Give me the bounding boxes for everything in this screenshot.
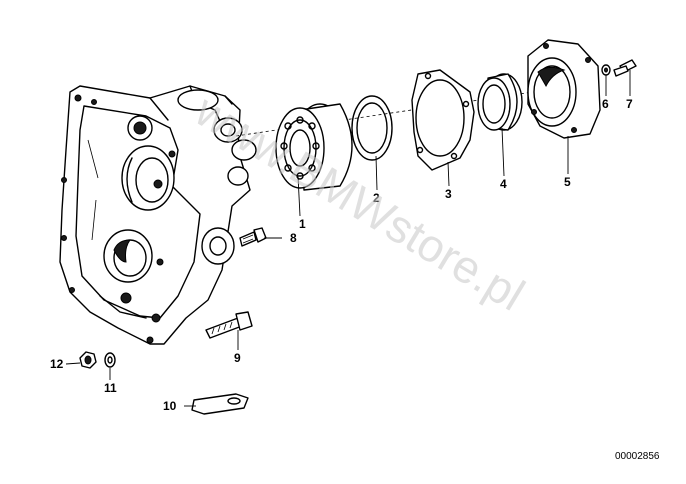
gasket — [411, 69, 475, 171]
radial-shaft-seal — [477, 73, 523, 131]
hex-bolt-cover — [613, 59, 637, 77]
callout-9: 9 — [234, 351, 241, 365]
callout-11: 11 — [104, 381, 117, 395]
leader-lines — [65, 70, 631, 407]
stud-bolt — [205, 311, 253, 339]
callout-6: 6 — [602, 97, 609, 111]
catalog-number: 00002856 — [615, 451, 660, 462]
ball-bearing — [275, 103, 353, 191]
lock-plate — [191, 393, 249, 415]
callout-2: 2 — [373, 191, 380, 205]
spring-washer — [601, 64, 611, 76]
shim-ring — [351, 95, 393, 161]
part-callouts: 1 2 3 4 5 6 7 8 9 10 11 12 — [50, 97, 633, 413]
callout-4: 4 — [500, 177, 507, 191]
washer — [104, 352, 116, 368]
callout-12: 12 — [50, 357, 64, 371]
callout-7: 7 — [626, 97, 633, 111]
callout-3: 3 — [445, 187, 452, 201]
housing-cover — [527, 39, 601, 139]
hex-bolt-side — [239, 227, 267, 247]
hex-nut — [79, 351, 97, 369]
callout-1: 1 — [299, 217, 306, 231]
transmission-housing — [59, 85, 257, 345]
callout-5: 5 — [564, 175, 571, 189]
callout-8: 8 — [290, 231, 297, 245]
callout-10: 10 — [163, 399, 177, 413]
